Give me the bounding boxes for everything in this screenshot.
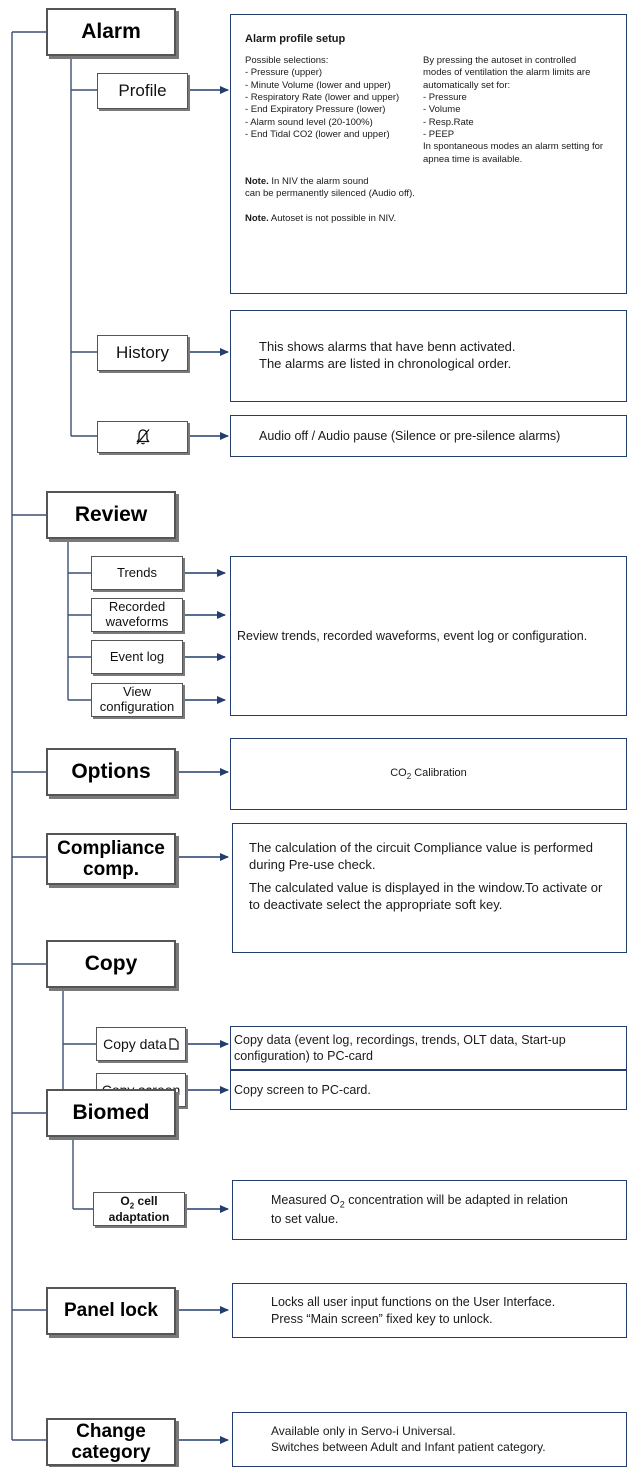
note-niv-autoset: Note. Autoset is not possible in NIV. — [245, 213, 614, 225]
note-text: In NIV the alarm sound — [268, 176, 369, 188]
autoset-line: apnea time is available. — [423, 153, 523, 165]
o2-cell-label-line2: adaptation — [108, 1209, 170, 1224]
o2-cell-info-box: Measured O2 concentration will be adapte… — [232, 1180, 627, 1240]
selection-item: - Alarm sound level (20-100%) — [245, 116, 373, 128]
history-button[interactable]: History — [97, 335, 188, 371]
panel-lock-line: Press “Main screen” fixed key to unlock. — [271, 1311, 493, 1326]
view-configuration-button-label: View configuration — [99, 684, 175, 714]
trends-button[interactable]: Trends — [91, 556, 183, 590]
copy-data-info-box: Copy data (event log, recordings, trends… — [230, 1026, 627, 1070]
copy-screen-text: Copy screen to PC-card. — [234, 1082, 371, 1097]
autoset-line: - Resp.Rate — [423, 116, 474, 128]
selection-item: - End Expiratory Pressure (lower) — [245, 104, 386, 116]
audio-off-button[interactable] — [97, 421, 188, 453]
history-line: This shows alarms that have benn activat… — [259, 339, 516, 355]
copy-data-button[interactable]: Copy data — [96, 1027, 186, 1061]
biomed-button[interactable]: Biomed — [46, 1089, 176, 1137]
review-button-label: Review — [74, 503, 148, 527]
event-log-button[interactable]: Event log — [91, 640, 183, 674]
change-category-line: Switches between Adult and Infant patien… — [271, 1439, 546, 1454]
audio-text: Audio off / Audio pause (Silence or pre-… — [259, 428, 561, 443]
recorded-waveforms-button-label: Recorded waveforms — [105, 599, 169, 629]
options-button[interactable]: Options — [46, 748, 176, 796]
review-info-box: Review trends, recorded waveforms, event… — [230, 556, 627, 716]
event-log-button-label: Event log — [109, 648, 165, 664]
autoset-line: By pressing the autoset in controlled — [423, 55, 577, 66]
o2-cell-adaptation-button[interactable]: O2 cell adaptation — [93, 1192, 185, 1226]
change-category-line: Available only in Servo-i Universal. — [271, 1423, 456, 1438]
panel-lock-button[interactable]: Panel lock — [46, 1287, 176, 1335]
biomed-button-label: Biomed — [72, 1101, 150, 1125]
note-label: Note. — [245, 176, 269, 188]
trends-button-label: Trends — [117, 564, 157, 580]
compliance-label-line2: comp. — [83, 859, 139, 880]
autoset-line: modes of ventilation the alarm limits ar… — [423, 67, 591, 79]
profile-button[interactable]: Profile — [97, 73, 188, 109]
autoset-line: - Volume — [423, 104, 461, 116]
note-niv-silence: Note. In NIV the alarm sound can be perm… — [245, 176, 614, 201]
change-category-label-line2: category — [71, 1442, 151, 1463]
recorded-waveforms-button[interactable]: Recorded waveforms — [91, 598, 183, 632]
autoset-line: automatically set for: — [423, 79, 511, 91]
audio-info-box: Audio off / Audio pause (Silence or pre-… — [230, 415, 627, 457]
bell-off-icon — [135, 429, 150, 445]
autoset-line: In spontaneous modes an alarm setting fo… — [423, 141, 604, 153]
selection-item: - End Tidal CO2 (lower and upper) — [245, 129, 390, 141]
note-text: can be permanently silenced (Audio off). — [245, 188, 415, 200]
profile-button-label: Profile — [118, 81, 167, 101]
panel-lock-button-label: Panel lock — [64, 1300, 158, 1322]
options-button-label: Options — [71, 760, 151, 784]
selection-item: - Respiratory Rate (lower and upper) — [245, 92, 400, 104]
selection-item: - Minute Volume (lower and upper) — [245, 79, 391, 91]
alarm-button[interactable]: Alarm — [46, 8, 176, 56]
options-info-box: CO2 Calibration — [230, 738, 627, 810]
document-icon — [169, 1038, 179, 1050]
co2-calibration-text: CO2 Calibration — [390, 766, 467, 782]
compliance-label-line1: Compliance — [57, 837, 165, 859]
alarm-profile-title: Alarm profile setup — [245, 33, 346, 45]
alarm-button-label: Alarm — [81, 20, 141, 44]
note-label: Note. — [245, 212, 269, 224]
history-info-box: This shows alarms that have benn activat… — [230, 310, 627, 402]
autoset-line: - Pressure — [423, 92, 467, 104]
copy-button[interactable]: Copy — [46, 940, 176, 988]
compliance-para-2: The calculated value is displayed in the… — [249, 879, 603, 912]
compliance-para-1: The calculation of the circuit Complianc… — [249, 840, 593, 872]
review-text: Review trends, recorded waveforms, event… — [237, 628, 588, 643]
view-configuration-button[interactable]: View configuration — [91, 683, 183, 717]
autoset-line: - PEEP — [423, 129, 455, 141]
o2-text-line1: Measured O2 concentration will be adapte… — [271, 1193, 568, 1210]
compliance-comp-button[interactable]: Compliance comp. — [46, 833, 176, 885]
panel-lock-info-box: Locks all user input functions on the Us… — [232, 1283, 627, 1338]
panel-lock-line: Locks all user input functions on the Us… — [271, 1295, 556, 1310]
history-button-label: History — [116, 343, 169, 363]
review-button[interactable]: Review — [46, 491, 176, 539]
copy-data-text: Copy data (event log, recordings, trends… — [234, 1032, 566, 1063]
alarm-profile-info-box: Alarm profile setup Possible selections:… — [230, 14, 627, 294]
autoset-column: By pressing the autoset in controlled mo… — [423, 55, 614, 166]
o2-text-line2: to set value. — [271, 1212, 339, 1227]
selections-column: Possible selections: - Pressure (upper) … — [245, 55, 423, 166]
compliance-info-box: The calculation of the circuit Complianc… — [232, 823, 627, 953]
selection-item: - Pressure (upper) — [245, 67, 323, 79]
history-line: The alarms are listed in chronological o… — [259, 356, 512, 371]
copy-data-button-label: Copy data — [103, 1035, 167, 1052]
o2-cell-label-line1: O2 cell — [120, 1193, 158, 1211]
change-category-button[interactable]: Change category — [46, 1418, 176, 1466]
selections-heading: Possible selections: — [245, 55, 329, 66]
change-category-info-box: Available only in Servo-i Universal. Swi… — [232, 1412, 627, 1467]
copy-screen-info-box: Copy screen to PC-card. — [230, 1070, 627, 1110]
note-text: Autoset is not possible in NIV. — [268, 212, 397, 224]
change-category-label-line1: Change — [76, 1420, 146, 1442]
copy-button-label: Copy — [84, 952, 138, 976]
